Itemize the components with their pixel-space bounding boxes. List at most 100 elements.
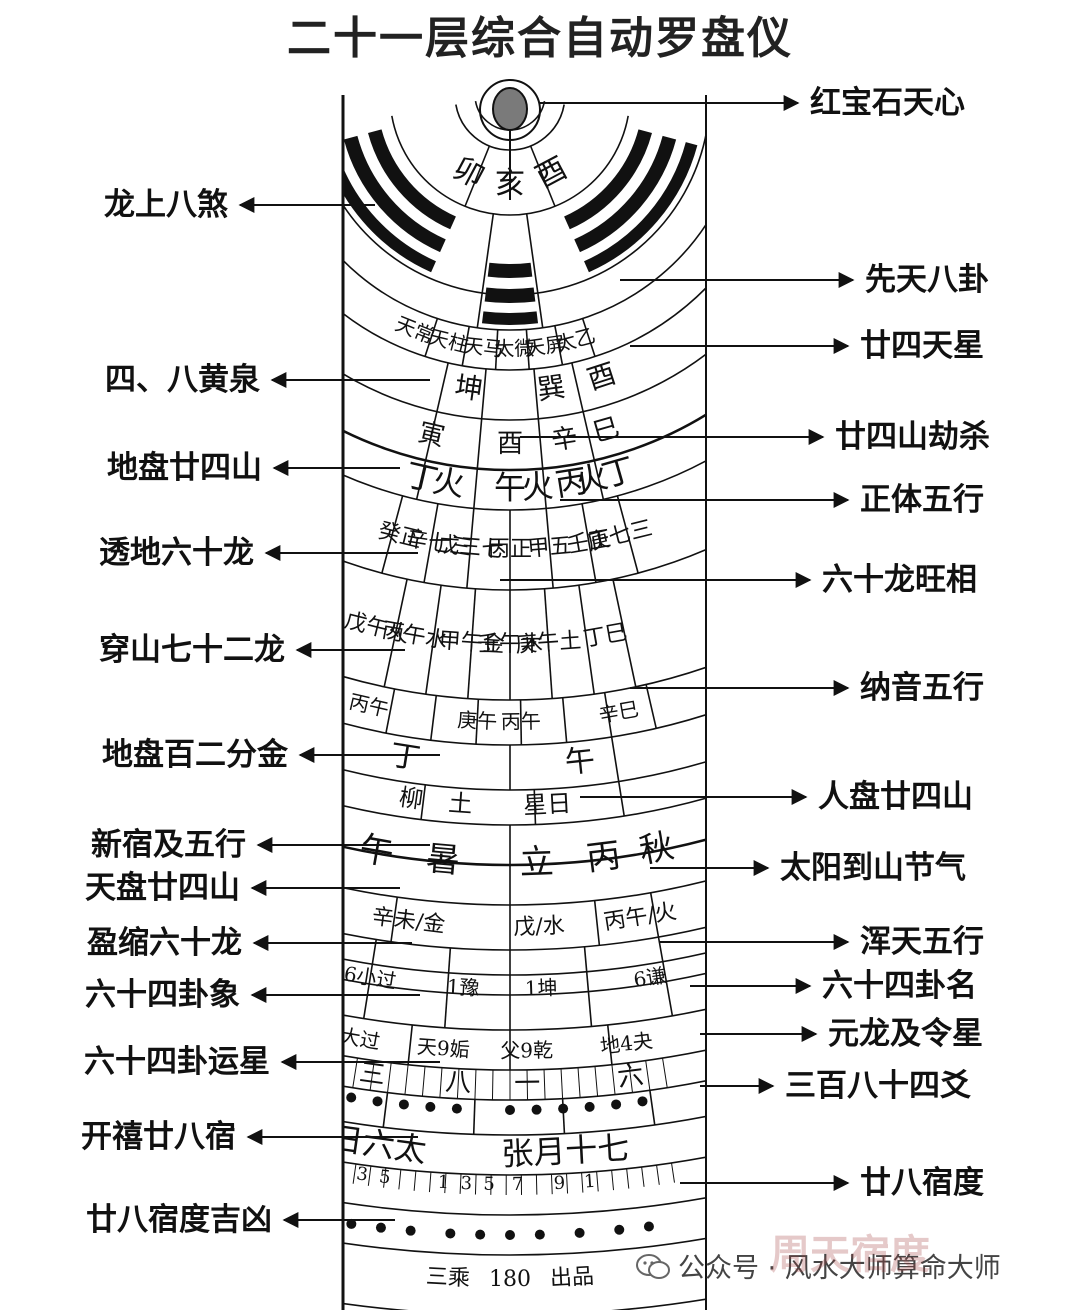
ring-huangquan: 坤 <box>453 370 485 407</box>
ring-arc <box>343 286 706 371</box>
jixiong-dot <box>375 1222 386 1233</box>
ring-divider <box>382 1092 389 1128</box>
yao-dot <box>637 1096 648 1107</box>
label-ren-pan-24-shan: 人盘廿四山 <box>818 779 973 815</box>
jixiong-dot <box>405 1225 416 1236</box>
jixiong-dot <box>574 1227 585 1238</box>
watermark: 公众号 · 风水大师算命大师 <box>636 1246 1001 1285</box>
ring-divider <box>390 897 399 942</box>
wechat-icon <box>636 1254 670 1279</box>
tick <box>656 1164 660 1185</box>
ring-sudu: 7 <box>512 1174 524 1195</box>
tick <box>550 1174 553 1195</box>
ring-mountain: 火 <box>430 461 468 504</box>
label-28-su-du-ji-xiong: 廿八宿度吉凶 <box>86 1202 272 1238</box>
ring-divider <box>657 936 674 1016</box>
ring-divider <box>494 329 499 370</box>
jixiong-dot <box>475 1229 486 1240</box>
jixiong-dot <box>614 1224 625 1235</box>
label-64-gua-ming: 六十四卦名 <box>822 968 977 1004</box>
ring-renpan: 丁 <box>388 738 423 777</box>
ring-divider <box>649 1090 656 1125</box>
ring-divider <box>616 495 639 574</box>
ring-divider <box>415 362 449 500</box>
ring-sudu: 5 <box>378 1166 392 1188</box>
tick <box>439 1067 443 1098</box>
ring-divider <box>610 736 620 782</box>
label-na-yin-wu-xing: 纳音五行 <box>860 670 984 706</box>
tick <box>491 1069 494 1100</box>
yao-dot <box>611 1099 622 1110</box>
tick <box>387 1062 392 1093</box>
trigram-bar <box>574 135 677 253</box>
ring-divider <box>533 789 537 825</box>
label-hun-tian-wu-xing: 浑天五行 <box>860 924 984 960</box>
ring-divider <box>466 508 475 589</box>
ring-divider <box>383 579 408 687</box>
ring-yunxing: 三 <box>357 1058 387 1091</box>
ring-divider <box>561 697 568 743</box>
label-tou-di-60-long: 透地六十龙 <box>99 535 254 571</box>
ring-kaixi: 张月十七 <box>500 1129 630 1174</box>
trigram-bar <box>343 135 446 253</box>
trigram-bar <box>584 142 698 273</box>
ring-divider <box>425 585 442 695</box>
ring-divider <box>461 326 470 366</box>
ring-fenjin: 庚午 <box>457 708 498 734</box>
ring-divider <box>545 508 554 589</box>
tick <box>641 1166 645 1187</box>
ring-mountain: 丙 <box>553 461 591 504</box>
tick <box>628 1062 633 1093</box>
ring-mountain: 火 <box>572 457 611 501</box>
ring-tianpan: 立 <box>519 842 554 883</box>
tick <box>444 1173 447 1194</box>
label-ying-suo-60-long: 盈缩六十龙 <box>87 925 242 961</box>
ring-sudu: 3 <box>355 1163 369 1185</box>
ring-arc <box>343 1156 706 1176</box>
ring-sudu: 3 <box>460 1173 472 1194</box>
ring-sudu: 1 <box>437 1172 450 1194</box>
ring-divider <box>385 688 396 734</box>
ring-arc <box>343 797 706 826</box>
ring-dividers <box>352 145 675 1195</box>
trigram-bar <box>343 167 436 273</box>
label-64-gua-yun-xing: 六十四卦运星 <box>84 1044 270 1080</box>
ring-divider <box>519 699 523 745</box>
ring-huangquan: 巽 <box>535 370 567 407</box>
ring-divider <box>475 699 480 745</box>
trigram-bar <box>368 129 457 230</box>
trigram-bar <box>484 287 536 303</box>
jixiong-dot <box>346 1218 357 1229</box>
ring-divider <box>464 145 491 207</box>
yao-dot <box>558 1103 569 1114</box>
label-yuan-long-ji-ling-xing: 元龙及令星 <box>828 1016 983 1052</box>
ring-guaming: 1豫 <box>446 974 480 1000</box>
jixiong-dot <box>534 1229 545 1240</box>
ring-divider <box>529 145 556 207</box>
ring-xiu: 星日 <box>522 789 571 819</box>
yao-dot <box>505 1105 515 1115</box>
ring-xiu: 柳 <box>397 783 425 814</box>
label-60-long-wang-xiang: 六十龙旺相 <box>822 562 977 598</box>
ring-star: 天屏 <box>524 331 567 360</box>
ring-divider <box>476 213 495 328</box>
label-tai-yang-dao-shan-jie-qi: 太阳到山节气 <box>780 850 966 886</box>
ring-divider <box>443 947 452 1028</box>
tick <box>367 1165 372 1186</box>
ring-divider <box>617 781 625 817</box>
ring-arc <box>343 353 706 421</box>
ring-maker: 出品 <box>549 1264 594 1291</box>
watermark-text: 公众号 · 风水大师算命大师 <box>678 1253 1001 1284</box>
ring-jiesha: 酉 <box>497 429 523 459</box>
ring-guaming: 1坤 <box>524 975 558 1000</box>
ring-arc <box>343 1237 706 1256</box>
tick <box>611 1064 616 1095</box>
ring-divider <box>649 892 660 938</box>
label-long-shang-ba-sha: 龙上八煞 <box>104 187 228 223</box>
ring-star: 天马 <box>462 333 504 361</box>
ring-tianpan: 暑 <box>424 839 461 882</box>
ring-renpan: 午 <box>563 743 596 781</box>
tick <box>566 1173 569 1194</box>
yao-dot <box>531 1104 542 1115</box>
